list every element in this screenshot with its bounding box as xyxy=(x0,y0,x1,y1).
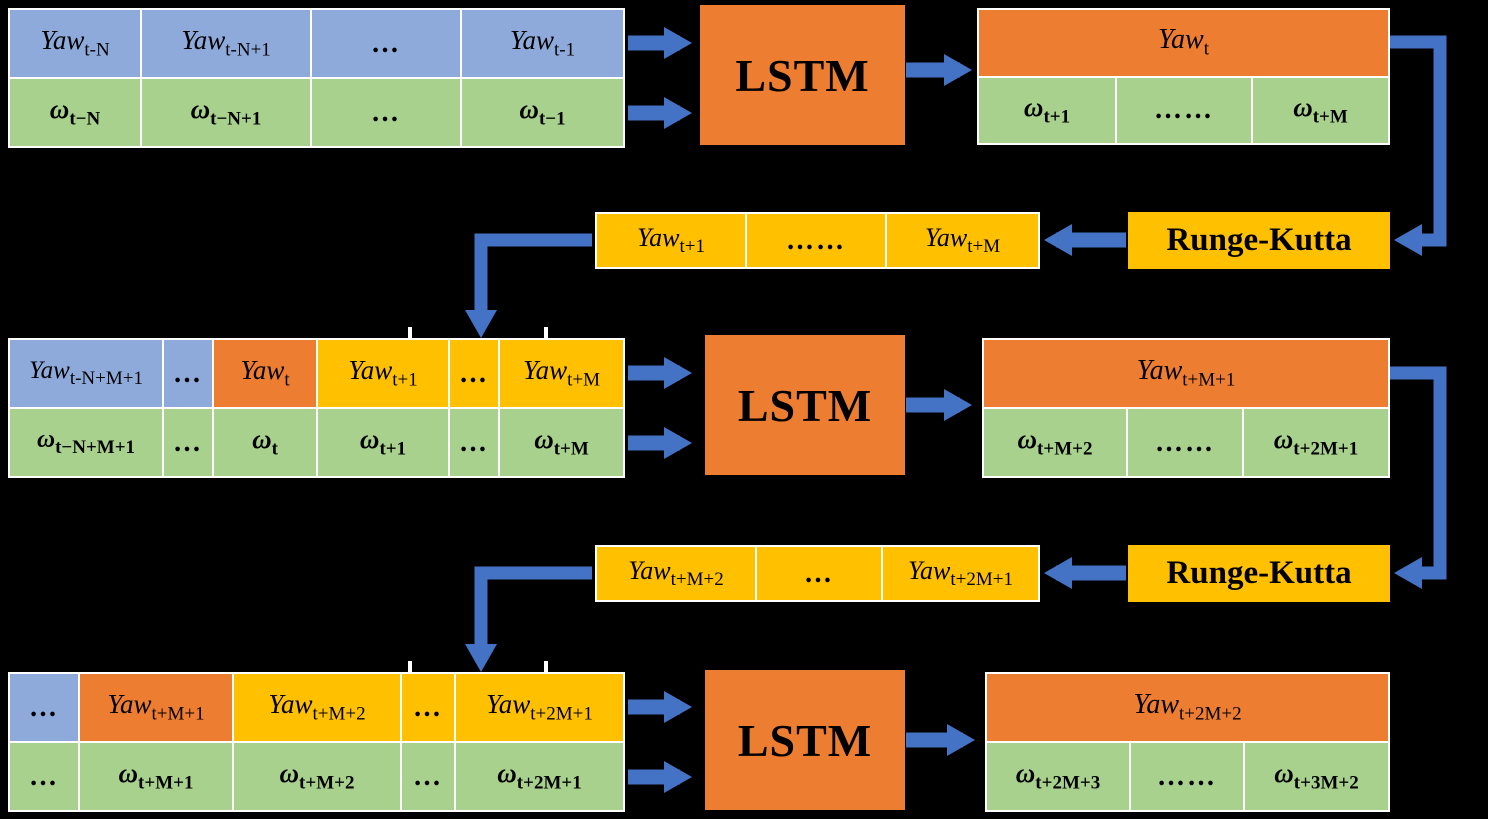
lstm-block-3: LSTM xyxy=(705,670,905,810)
omega-cell: ωt+1 xyxy=(979,77,1115,143)
ellipsis-cell: … xyxy=(402,743,454,810)
rk1-row: Yawt+1 …… Yawt+M xyxy=(597,214,1038,267)
rk-yaw-table-1: Yawt+1 …… Yawt+M xyxy=(595,212,1040,269)
yaw-cell: Yawt+M+2 xyxy=(597,547,755,600)
yaw-cell: Yawt xyxy=(214,340,316,407)
omega-cell: ωt−N+1 xyxy=(142,79,310,146)
lstm-block-1: LSTM xyxy=(700,5,905,145)
arrow-yawtable2-to-input3 xyxy=(465,566,592,672)
input2-omega-row: ωt−N+M+1 … ωt ωt+1 … ωt+M xyxy=(10,409,623,476)
ellipsis-cell: … xyxy=(312,79,460,146)
input3-yaw-row: … Yawt+M+1 Yawt+M+2 … Yawt+2M+1 xyxy=(10,674,623,741)
output-table-2: Yawt+M+1 ωt+M+2 …… ωt+2M+1 xyxy=(982,338,1390,478)
omega-cell: ωt+M xyxy=(500,409,623,476)
ellipsis-cell: …… xyxy=(747,214,885,267)
lstm-block-2: LSTM xyxy=(705,335,905,475)
yaw-cell: Yawt+1 xyxy=(318,340,448,407)
yaw-cell: Yawt+M+1 xyxy=(984,340,1388,407)
yaw-cell: Yawt-N+1 xyxy=(142,10,310,77)
ellipsis-cell: … xyxy=(164,409,212,476)
ellipsis-cell: …… xyxy=(1131,743,1243,810)
output2-omega-row: ωt+M+2 …… ωt+2M+1 xyxy=(984,409,1388,476)
ellipsis-cell: … xyxy=(450,409,498,476)
yaw-cell: Yawt+M+2 xyxy=(234,674,400,741)
ellipsis-cell: … xyxy=(312,10,460,77)
omega-cell: ωt−N xyxy=(10,79,140,146)
omega-cell: ωt+3M+2 xyxy=(1245,743,1388,810)
ellipsis-cell: … xyxy=(10,674,78,741)
yaw-cell: Yawt+M xyxy=(887,214,1038,267)
ellipsis-cell: … xyxy=(402,674,454,741)
runge-kutta-block-2: Runge-Kutta xyxy=(1128,545,1390,602)
input1-omega-row: ωt−N ωt−N+1 … ωt−1 xyxy=(10,79,623,146)
output3-omega-row: ωt+2M+3 …… ωt+3M+2 xyxy=(987,743,1388,810)
omega-cell: ωt+M+2 xyxy=(234,743,400,810)
arrow-yawtable1-to-input2 xyxy=(465,233,592,338)
tick-mark xyxy=(544,327,548,338)
omega-cell: ωt+2M+3 xyxy=(987,743,1129,810)
yaw-cell: Yawt-1 xyxy=(462,10,623,77)
yaw-cell: Yawt+2M+2 xyxy=(987,674,1388,741)
input3-omega-row: … ωt+M+1 ωt+M+2 … ωt+2M+1 xyxy=(10,743,623,810)
output3-yaw-row: Yawt+2M+2 xyxy=(987,674,1388,741)
output1-omega-row: ωt+1 …… ωt+M xyxy=(979,77,1388,143)
yaw-cell: Yawt+1 xyxy=(597,214,745,267)
input1-yaw-row: Yawt-N Yawt-N+1 … Yawt-1 xyxy=(10,10,623,77)
output-table-3: Yawt+2M+2 ωt+2M+3 …… ωt+3M+2 xyxy=(985,672,1390,812)
omega-cell: ωt+M xyxy=(1253,77,1388,143)
output-table-1: Yawt ωt+1 …… ωt+M xyxy=(977,8,1390,145)
omega-cell: ωt+2M+1 xyxy=(1244,409,1388,476)
omega-cell: ωt−1 xyxy=(462,79,623,146)
omega-cell: ωt xyxy=(214,409,316,476)
input-table-3: … Yawt+M+1 Yawt+M+2 … Yawt+2M+1 … ωt+M+1… xyxy=(8,672,625,812)
ellipsis-cell: …… xyxy=(1117,77,1251,143)
arrow-output2-to-rungekutta2 xyxy=(1390,366,1447,589)
yaw-cell: Yawt-N xyxy=(10,10,140,77)
ellipsis-cell: … xyxy=(10,743,78,810)
output1-yaw-row: Yawt xyxy=(979,10,1388,76)
yaw-cell: Yawt+2M+1 xyxy=(456,674,623,741)
input2-yaw-row: Yawt-N+M+1 … Yawt Yawt+1 … Yawt+M xyxy=(10,340,623,407)
input-table-1: Yawt-N Yawt-N+1 … Yawt-1 ωt−N ωt−N+1 … ω… xyxy=(8,8,625,148)
tick-mark xyxy=(408,327,412,338)
yaw-cell: Yawt+M+1 xyxy=(80,674,232,741)
yaw-cell: Yawt-N+M+1 xyxy=(10,340,162,407)
omega-cell: ωt+M+1 xyxy=(80,743,232,810)
input-table-2: Yawt-N+M+1 … Yawt Yawt+1 … Yawt+M ωt−N+M… xyxy=(8,338,625,478)
ellipsis-cell: … xyxy=(164,340,212,407)
ellipsis-cell: …… xyxy=(1128,409,1242,476)
tick-mark xyxy=(408,661,412,672)
omega-cell: ωt−N+M+1 xyxy=(10,409,162,476)
omega-cell: ωt+2M+1 xyxy=(456,743,623,810)
yaw-cell: Yawt+2M+1 xyxy=(883,547,1038,600)
rk2-row: Yawt+M+2 … Yawt+2M+1 xyxy=(597,547,1038,600)
ellipsis-cell: … xyxy=(450,340,498,407)
yaw-cell: Yawt+M xyxy=(500,340,623,407)
tick-mark xyxy=(544,661,548,672)
yaw-cell: Yawt xyxy=(979,10,1388,76)
omega-cell: ωt+1 xyxy=(318,409,448,476)
rk-yaw-table-2: Yawt+M+2 … Yawt+2M+1 xyxy=(595,545,1040,602)
output2-yaw-row: Yawt+M+1 xyxy=(984,340,1388,407)
runge-kutta-block-1: Runge-Kutta xyxy=(1128,212,1390,269)
omega-cell: ωt+M+2 xyxy=(984,409,1126,476)
arrow-output1-to-rungekutta1 xyxy=(1390,35,1447,256)
ellipsis-cell: … xyxy=(757,547,881,600)
